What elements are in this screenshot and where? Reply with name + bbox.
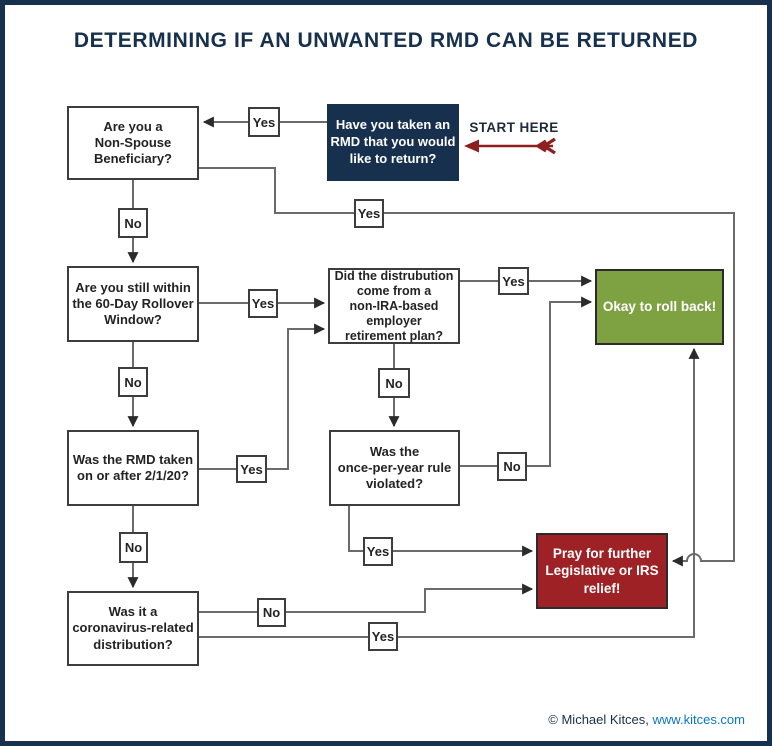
edge-label-onceperyear-no: No bbox=[497, 452, 527, 481]
node-60day-window-question: Are you still within the 60-Day Rollover… bbox=[67, 266, 199, 342]
node-pray-for-relief: Pray for further Legislative or IRS reli… bbox=[536, 533, 668, 609]
node-coronavirus-question: Was it a coronavirus-related distributio… bbox=[67, 591, 199, 666]
edge-label-distribution-no: No bbox=[378, 368, 410, 398]
start-here-arrow bbox=[464, 137, 556, 155]
edge-label-nonspouse-yes: Yes bbox=[354, 199, 384, 228]
edge-nonspouse-yes-to-pray bbox=[199, 167, 735, 567]
edge-label-window-yes: Yes bbox=[248, 289, 278, 318]
node-rmd-taken-question: Was the RMD taken on or after 2/1/20? bbox=[67, 430, 199, 506]
edge-label-coronavirus-no: No bbox=[257, 598, 286, 627]
node-okay-to-roll-back: Okay to roll back! bbox=[595, 269, 724, 345]
footer: © Michael Kitces, www.kitces.com bbox=[548, 712, 745, 727]
edge-coronavirus-no bbox=[199, 583, 534, 613]
node-nonspouse-question: Are you a Non-Spouse Beneficiary? bbox=[67, 106, 199, 180]
edge-label-rmdtaken-no: No bbox=[119, 532, 148, 563]
node-once-per-year-question: Was the once-per-year rule violated? bbox=[329, 430, 460, 506]
edge-onceperyear-no bbox=[460, 296, 593, 467]
kitces-link[interactable]: www.kitces.com bbox=[652, 712, 745, 727]
edge-label-coronavirus-yes: Yes bbox=[368, 622, 398, 651]
edge-label-window-no: No bbox=[118, 367, 148, 397]
page-title: DETERMINING IF AN UNWANTED RMD CAN BE RE… bbox=[73, 29, 699, 52]
edge-label-distribution-yes: Yes bbox=[498, 267, 529, 295]
edge-coronavirus-yes bbox=[199, 347, 700, 638]
node-start-question: Have you taken an RMD that you would lik… bbox=[327, 104, 459, 181]
start-here-label: START HERE bbox=[469, 120, 559, 135]
edge-label-nonspouse-no: No bbox=[118, 208, 148, 238]
copyright-text: © Michael Kitces, bbox=[548, 712, 649, 727]
edge-label-onceperyear-yes: Yes bbox=[363, 537, 393, 566]
edge-rmdtaken-yes bbox=[199, 323, 326, 470]
edge-label-start-yes: Yes bbox=[248, 107, 280, 137]
edge-label-rmdtaken-yes: Yes bbox=[236, 455, 267, 483]
edge-onceperyear-yes bbox=[348, 506, 534, 557]
node-distribution-question: Did the distrubution come from a non-IRA… bbox=[328, 268, 460, 344]
